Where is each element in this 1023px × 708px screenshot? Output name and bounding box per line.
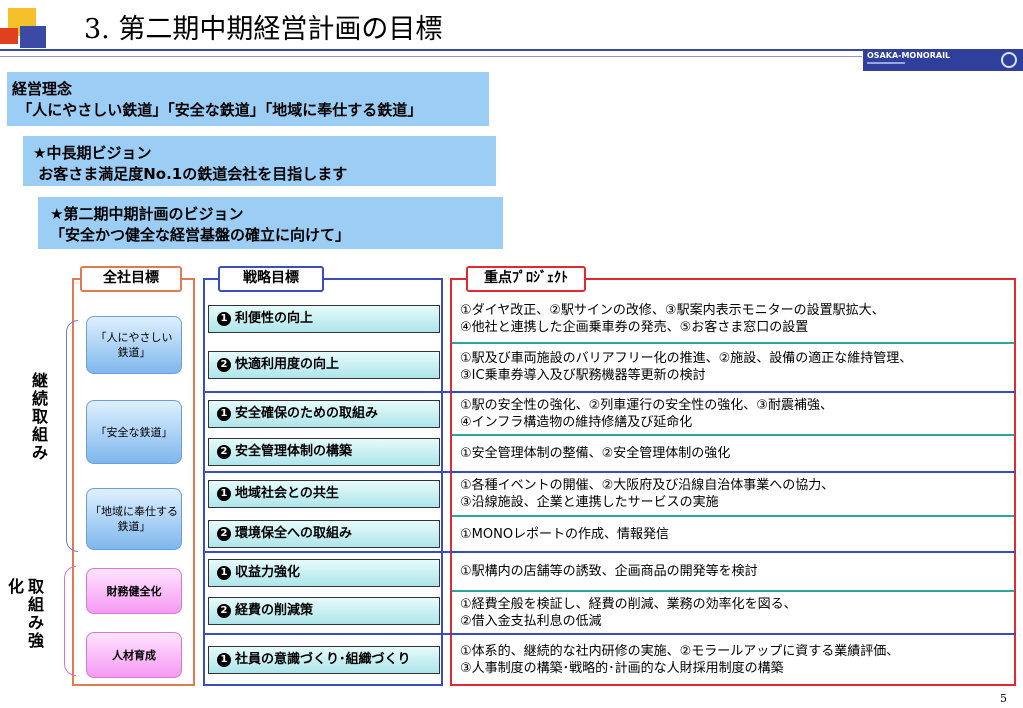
strategy-label: 経費の削減策 bbox=[235, 603, 314, 618]
project-row: ①各種イベントの開催、②大阪府及び沿線自治体事業への協力、 ③沿線施設、企業と連… bbox=[460, 478, 835, 510]
strategy-label: 収益力強化 bbox=[235, 565, 301, 580]
strengthen-bracket bbox=[64, 566, 76, 676]
strengthen-label-end: 化 bbox=[7, 577, 24, 596]
plan-vision-banner: ★第二期中期計画のビジョン 「安全かつ健全な経営基盤の確立に向けて」 bbox=[38, 197, 503, 249]
goals-column-header: 全社目標 bbox=[80, 266, 182, 292]
projects-column-frame bbox=[450, 278, 1016, 686]
group-separator bbox=[203, 633, 1016, 635]
strategy-label: 地域社会との共生 bbox=[235, 486, 339, 501]
project-row: ①経費全般を検証し、経費の削減、業務の効率化を図る、 ②借入金支払利息の低減 bbox=[460, 596, 797, 629]
project-row: ①駅の安全性の強化、②列車運行の安全性の強化、③耐震補強、 ④インフラ構造物の維… bbox=[460, 397, 833, 430]
strategy-item: 1 地域社会との共生 bbox=[208, 480, 440, 508]
number-badge: 2 bbox=[217, 604, 231, 618]
title-deco-blue bbox=[20, 26, 46, 48]
number-badge: 1 bbox=[217, 312, 231, 326]
number-badge: 1 bbox=[217, 487, 231, 501]
strategy-item: 1 収益力強化 bbox=[208, 559, 440, 587]
project-row: ①ダイヤ改正、②駅サインの改修、③駅案内表示モニターの設置駅拡大、 ④他社と連携… bbox=[460, 303, 885, 335]
strategy-label: 安全確保のための取組み bbox=[235, 406, 379, 421]
company-logo: OSAKA-MONORAIL bbox=[863, 49, 1023, 71]
strategy-item: 2 安全管理体制の構築 bbox=[208, 438, 440, 466]
number-badge: 2 bbox=[217, 445, 231, 459]
logo-underline bbox=[867, 62, 905, 64]
row-separator bbox=[452, 590, 1014, 592]
continued-label: 継 続 取 組 み bbox=[31, 371, 48, 462]
group-separator bbox=[203, 391, 1016, 393]
strategy-item: 1 安全確保のための取組み bbox=[208, 400, 440, 428]
strategy-item: 2 経費の削減策 bbox=[208, 597, 440, 625]
goal-financial-health: 財務健全化 bbox=[86, 568, 182, 614]
title-rule-thin bbox=[0, 56, 862, 57]
long-term-vision-banner: ★中長期ビジョン お客さま満足度No.1の鉄道会社を目指します bbox=[23, 136, 496, 186]
strategy-label: 社員の意識づくり･組織づくり bbox=[235, 652, 411, 667]
project-row: ①駅構内の店舗等の誘致、企画商品の開発等を検討 bbox=[460, 564, 758, 579]
logo-text: OSAKA-MONORAIL bbox=[867, 51, 951, 60]
title-rule bbox=[0, 49, 1023, 51]
row-separator bbox=[452, 342, 1014, 344]
projects-column-header: 重点ﾌﾟﾛｼﾞｪｸﾄ bbox=[466, 266, 586, 292]
group-separator bbox=[203, 551, 1016, 553]
group-separator bbox=[203, 471, 1016, 473]
project-row: ①体系的、継続的な社内研修の実施、②モラールアップに資する業績評価、 ③人事制度… bbox=[460, 643, 900, 676]
number-badge: 1 bbox=[217, 653, 231, 667]
strategy-item: 1 社員の意識づくり･組織づくり bbox=[208, 646, 440, 674]
goal-human-resources: 人材育成 bbox=[86, 632, 182, 678]
continued-bracket bbox=[66, 320, 78, 552]
page-number: 5 bbox=[1000, 692, 1007, 705]
goal-community-railway: 「地域に奉仕する 鉄道」 bbox=[86, 488, 182, 550]
project-row: ①安全管理体制の整備、②安全管理体制の強化 bbox=[460, 446, 731, 461]
strengthen-label: 取 組 み 強 bbox=[27, 577, 44, 650]
number-badge: 2 bbox=[217, 358, 231, 372]
strategy-item: 1 利便性の向上 bbox=[208, 305, 440, 333]
goal-safe-railway: 「安全な鉄道」 bbox=[86, 400, 182, 464]
goal-kind-railway: 「人にやさしい 鉄道」 bbox=[86, 316, 182, 374]
strategy-label: 利便性の向上 bbox=[235, 311, 314, 326]
project-row: ①MONOレポートの作成、情報発信 bbox=[460, 526, 670, 542]
strategy-label: 安全管理体制の構築 bbox=[235, 444, 353, 459]
number-badge: 2 bbox=[217, 527, 231, 541]
philosophy-banner: 経営理念 「人にやさしい鉄道」「安全な鉄道」「地域に奉仕する鉄道」 bbox=[7, 72, 489, 126]
strategy-label: 快適利用度の向上 bbox=[235, 357, 340, 372]
row-separator bbox=[452, 434, 1014, 436]
strategy-column-header: 戦略目標 bbox=[218, 266, 324, 292]
row-separator bbox=[452, 515, 1014, 517]
strategy-item: 2 快適利用度の向上 bbox=[208, 351, 440, 379]
number-badge: 1 bbox=[217, 407, 231, 421]
page-title: 3. 第二期中期経営計画の目標 bbox=[84, 14, 443, 45]
logo-mark-icon bbox=[1001, 52, 1017, 68]
title-deco-red bbox=[0, 28, 18, 44]
strategy-label: 環境保全への取組み bbox=[235, 526, 353, 541]
strategy-item: 2 環境保全への取組み bbox=[208, 520, 440, 548]
number-badge: 1 bbox=[217, 566, 231, 580]
project-row: ①駅及び車両施設のバリアフリー化の推進、②施設、設備の適正な維持管理、 ③IC乗… bbox=[460, 351, 913, 383]
